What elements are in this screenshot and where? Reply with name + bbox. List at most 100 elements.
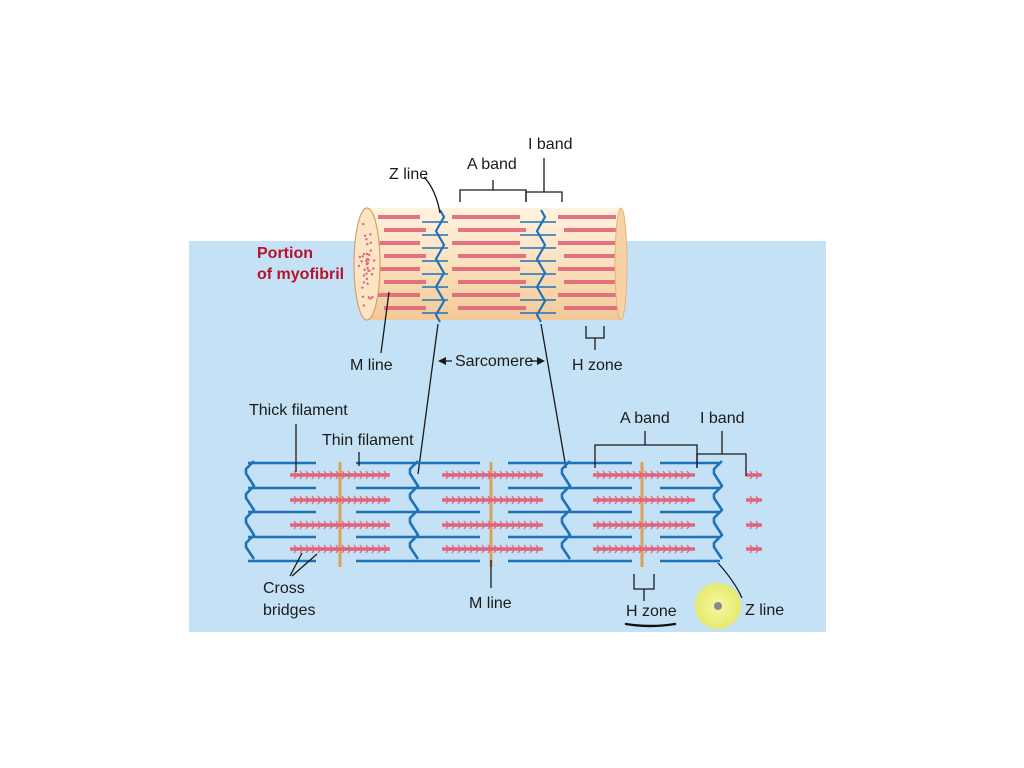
top-h-zone-bracket: [585, 326, 605, 350]
thick-filament-label: Thick filament: [249, 402, 348, 419]
cross-bridge: [445, 470, 540, 480]
cross-section-dot: [362, 222, 365, 226]
cylinder-thick-band: [378, 241, 420, 245]
cross-section-dot: [360, 260, 363, 263]
top-i-band-bracket: [525, 158, 563, 202]
cross-section-dot: [362, 274, 366, 277]
portion-of-myofibril-label: Portion: [257, 245, 313, 262]
cross-bridge: [596, 520, 691, 530]
cross-bridges-leader: [289, 552, 318, 577]
z-disc: [408, 460, 420, 560]
z-disc: [712, 460, 724, 560]
cross-bridge: [445, 520, 540, 530]
bottom-m-line-label: M line: [469, 595, 512, 612]
cross-section-dot: [361, 255, 364, 258]
bottom-z-line-label: Z line: [745, 602, 784, 619]
cylinder-thick-band: [378, 267, 420, 271]
cross-section-dot: [370, 273, 374, 276]
cross-section-dot: [362, 281, 366, 284]
thin-filament-label: Thin filament: [322, 432, 414, 449]
cross-section-dot: [366, 242, 369, 246]
top-i-band-label: I band: [528, 136, 572, 153]
cylinder-thick-band: [458, 228, 526, 232]
cross-section-dot: [362, 252, 366, 256]
cross-section-dot: [362, 304, 366, 307]
top-a-band-label: A band: [467, 156, 517, 173]
top-a-band-bracket: [459, 180, 527, 202]
cylinder-thick-band: [558, 241, 616, 245]
cross-section-dot: [357, 264, 361, 268]
cylinder-thick-band: [452, 241, 520, 245]
cross-section-dot: [361, 286, 364, 289]
cross-section-dot: [371, 295, 374, 299]
cylinder-thick-band: [564, 254, 622, 258]
cross-section-dot: [358, 255, 362, 259]
cylinder-thick-band: [384, 306, 426, 310]
cylinder-thick-band: [378, 293, 420, 297]
bottom-a-band-label: A band: [620, 410, 670, 427]
cross-section-dot: [369, 241, 373, 244]
cross-section-dot: [365, 277, 369, 281]
cross-bridge: [749, 495, 760, 505]
cylinder-thick-band: [564, 280, 622, 284]
cylinder-thick-band: [458, 306, 526, 310]
cylinder-thick-band: [452, 215, 520, 219]
cross-bridge: [596, 495, 691, 505]
cylinder-thick-band: [558, 215, 616, 219]
bottom-h-zone-label: H zone: [626, 603, 677, 620]
cross-bridge: [293, 495, 388, 505]
cross-section-dot: [365, 238, 368, 241]
cross-section-dot: [369, 249, 372, 252]
cross-section-dot: [369, 297, 372, 300]
cross-section-dot: [368, 269, 371, 273]
bottom-i-band-bracket: [696, 431, 747, 476]
cross-bridge: [749, 470, 760, 480]
cross-section-dot: [365, 259, 368, 263]
cylinder-z-line: [434, 209, 446, 323]
top-m-line-label: M line: [350, 357, 393, 374]
cross-bridge: [749, 520, 760, 530]
cylinder-thick-band: [558, 293, 616, 297]
cross-bridges-label: Cross: [263, 580, 305, 597]
cross-bridge: [749, 544, 760, 554]
cylinder-thick-band: [384, 228, 426, 232]
cross-section-dot: [365, 252, 369, 256]
cross-section-dot: [367, 296, 371, 299]
cross-section-dot: [363, 268, 366, 271]
cross-section-dot: [372, 259, 376, 262]
cross-section-dot: [365, 262, 369, 266]
sarcomere-left-projection: [417, 323, 439, 475]
cross-bridge: [596, 470, 691, 480]
cross-section-dot: [366, 282, 369, 285]
cylinder-thick-band: [378, 215, 420, 219]
cylinder-thick-band: [452, 293, 520, 297]
cross-bridge: [445, 544, 540, 554]
bottom-h-zone-bracket: [633, 574, 655, 601]
cross-section-dot: [363, 234, 367, 238]
top-m-line-leader: [380, 291, 390, 354]
cross-bridge: [293, 520, 388, 530]
z-disc: [244, 460, 256, 560]
top-z-line-leader: [423, 176, 441, 214]
cross-section-dot: [361, 295, 365, 298]
cylinder-thick-band: [564, 306, 622, 310]
underline-annotation: [624, 622, 677, 628]
cylinder-thick-band: [452, 267, 520, 271]
top-h-zone-label: H zone: [572, 357, 623, 374]
cylinder-thick-band: [458, 280, 526, 284]
cross-section-dot: [366, 266, 369, 270]
cross-bridge: [293, 544, 388, 554]
cylinder-thick-band: [564, 228, 622, 232]
svg-text:of myofibril: of myofibril: [257, 266, 344, 283]
myofibril-cylinder: [353, 207, 628, 323]
cylinder-thick-band: [558, 267, 616, 271]
cross-bridge: [596, 544, 691, 554]
cross-section-dot: [372, 267, 375, 270]
bottom-i-band-label: I band: [700, 410, 744, 427]
sarcomere-detail: [244, 460, 762, 567]
cylinder-thick-band: [458, 254, 526, 258]
cross-bridge: [293, 470, 388, 480]
cross-section-dot: [367, 253, 371, 257]
bottom-z-line-leader: [717, 562, 743, 599]
